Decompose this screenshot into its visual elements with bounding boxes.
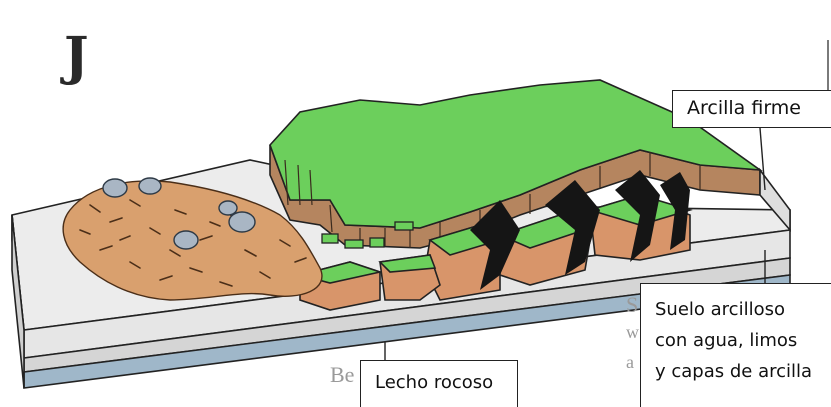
label-suelo-line-3: y capas de arcilla: [655, 356, 831, 387]
boulder-3: [229, 212, 255, 232]
ghost-text-s: S: [626, 292, 638, 318]
label-arcilla-firme: Arcilla firme: [672, 90, 831, 128]
boulder-5: [219, 201, 237, 215]
label-suelo-arcilloso: Suelo arcilloso con agua, limos y capas …: [640, 283, 831, 407]
ghost-text-a: a: [626, 352, 634, 373]
label-arcilla-firme-text: Arcilla firme: [687, 97, 801, 119]
figure-letter: J: [64, 26, 89, 87]
ghost-text-w: w: [626, 322, 639, 343]
fragment-4: [395, 222, 413, 230]
fragment-2: [345, 240, 363, 248]
label-suelo-line-2: con agua, limos: [655, 325, 831, 356]
label-lecho-rocoso: Lecho rocoso: [360, 360, 518, 407]
boulder-4: [174, 231, 198, 249]
fragment-1: [322, 234, 338, 243]
label-suelo-line-1: Suelo arcilloso: [655, 294, 831, 325]
ghost-text-be: Be: [330, 362, 354, 388]
fragment-3: [370, 238, 384, 247]
boulder-2: [139, 178, 161, 194]
label-lecho-rocoso-text: Lecho rocoso: [375, 372, 493, 393]
boulder-1: [103, 179, 127, 197]
